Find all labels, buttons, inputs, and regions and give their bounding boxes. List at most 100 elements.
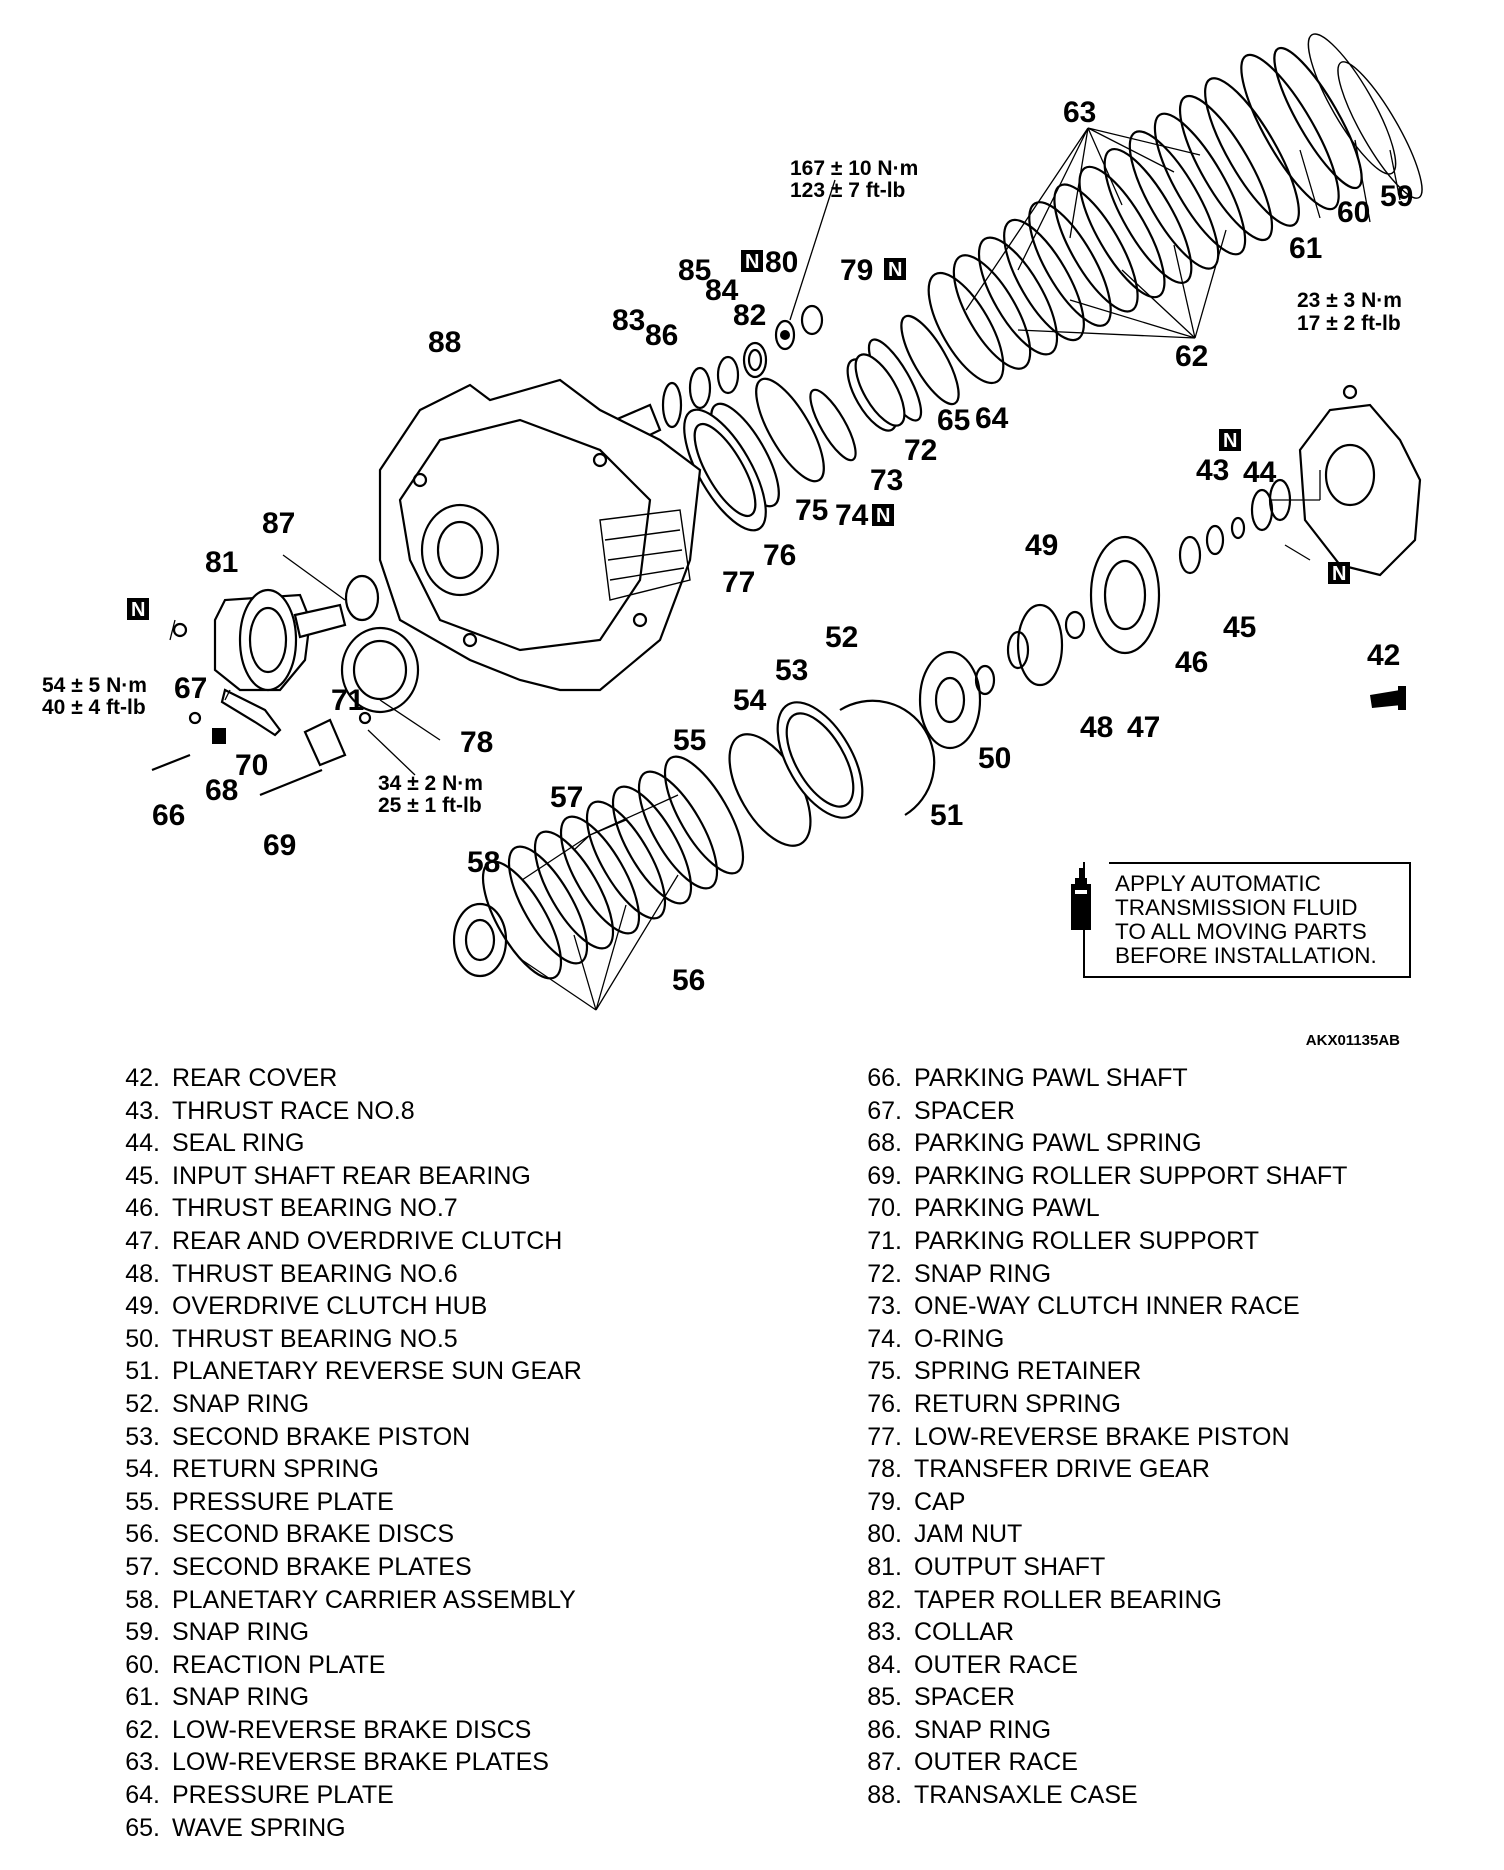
legend-item: 57.SECOND BRAKE PLATES <box>100 1551 582 1584</box>
callout-49: 49 <box>1025 529 1058 562</box>
legend-item: 64.PRESSURE PLATE <box>100 1779 582 1812</box>
legend-item-text: LOW-REVERSE BRAKE DISCS <box>172 1715 532 1744</box>
svg-text:N: N <box>876 505 890 527</box>
torque-81-ftlb: 40 ± 4 ft-lb <box>42 696 146 719</box>
legend-item-number: 57. <box>125 1552 160 1581</box>
rear-cover <box>1298 384 1422 710</box>
callout-61: 61 <box>1289 232 1322 265</box>
legend-item-text: RETURN SPRING <box>172 1455 379 1484</box>
callout-56: 56 <box>672 964 705 997</box>
callout-67: 67 <box>174 672 207 705</box>
low-reverse-brake-pack <box>927 33 1423 385</box>
parking-parts <box>151 688 347 797</box>
legend-item-number: 86. <box>867 1715 902 1744</box>
fluid-bottle-icon <box>1071 868 1091 930</box>
legend-item: 70. PARKING PAWL <box>842 1192 1347 1225</box>
legend-item-text: THRUST BEARING NO.6 <box>172 1259 458 1288</box>
legend-item-number: 55. <box>125 1487 160 1516</box>
legend-item: 55.PRESSURE PLATE <box>100 1486 582 1519</box>
callout-45: 45 <box>1223 611 1256 644</box>
legend-item-number: 63. <box>125 1748 160 1777</box>
atf-note-box: APPLY AUTOMATIC TRANSMISSION FLUID TO AL… <box>1071 862 1411 978</box>
exploded-view-diagram: 63 62 61 60 59 64 65 72 73 74 75 76 77 7… <box>42 33 1423 1011</box>
legend-item-number: 59. <box>125 1618 160 1647</box>
legend-item: 74.O-RING <box>842 1323 1347 1356</box>
callout-64: 64 <box>975 402 1009 435</box>
callout-81: 81 <box>205 546 238 579</box>
callout-83: 83 <box>612 304 645 337</box>
legend-item-number: 83. <box>867 1618 902 1647</box>
output-shaft-group <box>172 574 380 692</box>
legend-item-number: 68. <box>867 1129 902 1158</box>
legend-item-text: OUTER RACE <box>914 1748 1078 1777</box>
legend-item-number: 42. <box>125 1064 160 1092</box>
callout-53: 53 <box>775 654 808 687</box>
callout-79: 79 <box>840 254 873 287</box>
torque-42-nm: 23 ± 3 N·m <box>1297 289 1402 312</box>
legend-item-text: PARKING ROLLER SUPPORT SHAFT <box>914 1161 1348 1190</box>
callout-68: 68 <box>205 774 238 807</box>
legend-item-number: 81. <box>867 1552 902 1581</box>
legend-item-text: COLLAR <box>914 1618 1015 1647</box>
legend-item: 72.SNAP RING <box>842 1258 1347 1291</box>
legend-item-number: 69. <box>867 1161 902 1190</box>
legend-item-text: PLANETARY CARRIER ASSEMBLY <box>172 1585 576 1614</box>
legend-item: 75.SPRING RETAINER <box>842 1355 1347 1388</box>
legend-item-number: 61. <box>125 1683 160 1712</box>
svg-text:N: N <box>1223 430 1237 452</box>
legend-item-number: 53. <box>125 1422 160 1451</box>
n-badge-42: N <box>1328 562 1350 585</box>
legend-item: 58.PLANETARY CARRIER ASSEMBLY <box>100 1584 582 1617</box>
callout-43: 43 <box>1196 454 1229 487</box>
legend-item-number: 72. <box>867 1259 902 1288</box>
torque-80-ftlb: 123 ± 7 ft-lb <box>790 179 905 202</box>
callout-78: 78 <box>460 726 493 759</box>
n-badge-79: N <box>884 258 906 281</box>
legend-item: 59.SNAP RING <box>100 1616 582 1649</box>
callout-57: 57 <box>550 781 583 814</box>
callout-62: 62 <box>1175 340 1208 373</box>
legend-item-text: SNAP RING <box>172 1683 310 1712</box>
leader-lines <box>169 127 1401 1011</box>
legend-item-text: TAPER ROLLER BEARING <box>914 1585 1222 1614</box>
legend-item: 87. OUTER RACE <box>842 1746 1347 1779</box>
legend-item-number: 62. <box>125 1715 160 1744</box>
callout-58: 58 <box>467 846 500 879</box>
legend-item-number: 44. <box>125 1129 160 1158</box>
legend-item-number: 85. <box>867 1683 902 1712</box>
legend-item: 45.INPUT SHAFT REAR BEARING <box>100 1160 582 1193</box>
callout-55: 55 <box>673 724 706 757</box>
callout-54: 54 <box>733 684 767 717</box>
legend-item: 85.SPACER <box>842 1681 1347 1714</box>
legend-item-number: 52. <box>125 1389 160 1418</box>
legend-item-number: 77. <box>867 1422 902 1451</box>
legend-item-text: OUTPUT SHAFT <box>914 1552 1106 1581</box>
note-line-3: TO ALL MOVING PARTS <box>1115 919 1367 944</box>
callout-76: 76 <box>763 539 796 572</box>
legend-item-number: 75. <box>867 1357 902 1386</box>
legend-item: 63.LOW-REVERSE BRAKE PLATES <box>100 1746 582 1779</box>
legend-item-number: 87. <box>867 1748 902 1777</box>
legend-item-number: 70. <box>867 1194 902 1223</box>
legend-item-number: 71. <box>867 1226 902 1255</box>
legend-item: 65.WAVE SPRING <box>100 1812 582 1845</box>
legend-item-text: OUTER RACE <box>914 1650 1078 1679</box>
legend-item-number: 47. <box>125 1226 160 1255</box>
legend-item-text: PARKING PAWL SHAFT <box>914 1064 1188 1092</box>
callout-46: 46 <box>1175 646 1208 679</box>
svg-text:N: N <box>131 599 145 621</box>
torque-80-nm: 167 ± 10 N·m <box>790 157 918 180</box>
svg-text:N: N <box>888 259 902 281</box>
callout-75: 75 <box>795 494 828 527</box>
legend-item: 82.TAPER ROLLER BEARING <box>842 1584 1347 1617</box>
legend-item-text: SPACER <box>914 1096 1015 1125</box>
legend-item-text: PARKING PAWL <box>914 1194 1100 1223</box>
legend-item: 56.SECOND BRAKE DISCS <box>100 1518 582 1551</box>
svg-text:N: N <box>745 251 759 273</box>
legend-item-text: SNAP RING <box>914 1715 1052 1744</box>
legend-item-number: 76. <box>867 1389 902 1418</box>
legend-item-number: 66. <box>867 1064 902 1092</box>
legend-item-number: 56. <box>125 1520 160 1549</box>
